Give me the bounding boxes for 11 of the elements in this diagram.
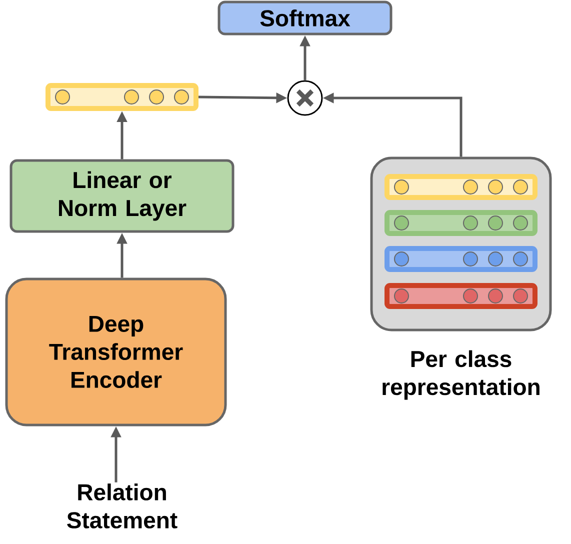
- input-label: Relation Statement: [67, 484, 178, 528]
- process-box: Linear or Norm Layer: [10, 159, 234, 233]
- vector-bar: [384, 246, 538, 272]
- process-box: Softmax: [218, 0, 392, 36]
- vector-bar: [384, 174, 538, 200]
- process-box: Deep Transformer Encoder: [5, 278, 227, 426]
- multiply-circle: [287, 80, 323, 116]
- vector-bar: [384, 210, 538, 236]
- vector-bar: [384, 283, 538, 309]
- node-label: Per class representation: [382, 350, 540, 400]
- vector-bar: [46, 83, 198, 111]
